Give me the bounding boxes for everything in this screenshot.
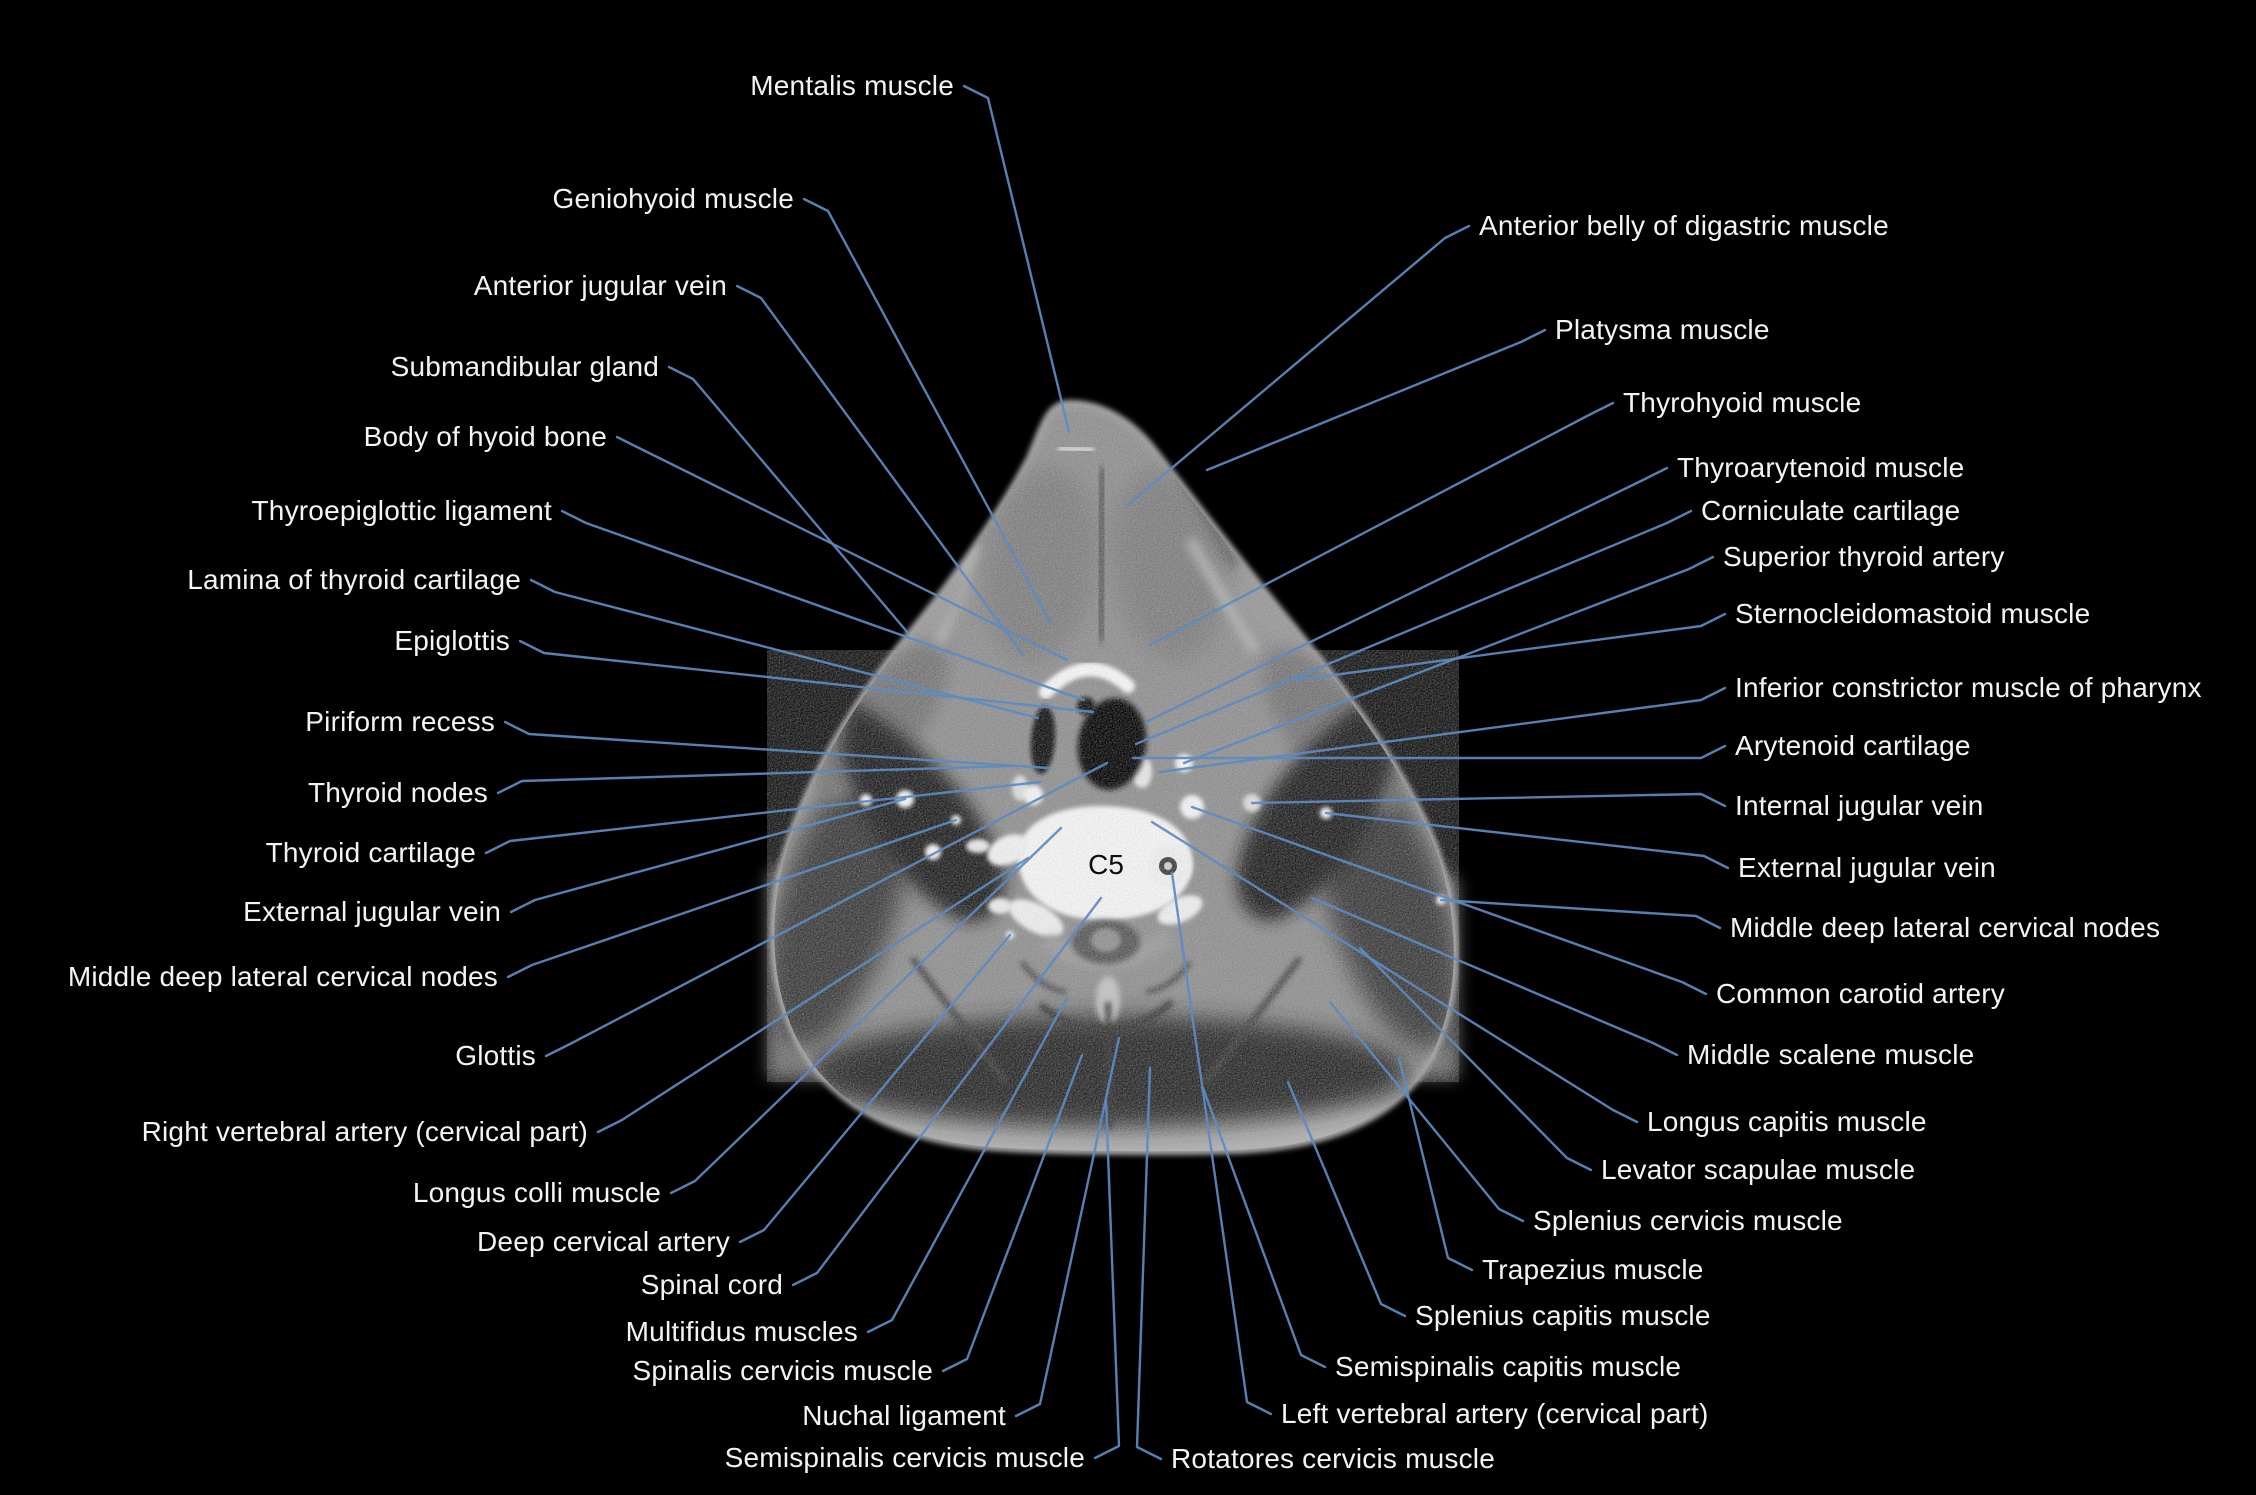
anatomy-label-trapezius-muscle: Trapezius muscle (1482, 1254, 1704, 1285)
leader-line-trapezius-muscle (1397, 1056, 1474, 1272)
ct-noise-grain (767, 403, 1459, 1152)
leader-line-deep-cervical-artery (738, 933, 1012, 1244)
leader-line-anterior-jugular-vein (735, 284, 1025, 657)
anatomy-label-submandibular-gland: Submandibular gland (390, 351, 659, 382)
leader-line-mentalis-muscle (962, 84, 1071, 434)
anatomy-label-superior-thyroid-artery: Superior thyroid artery (1723, 541, 2005, 572)
anatomy-label-thyroepiglottic-ligament: Thyroepiglottic ligament (251, 495, 552, 526)
leader-line-levator-scapulae-muscle (1358, 946, 1593, 1172)
leader-line-spinal-cord (791, 896, 1103, 1287)
anatomy-label-thyroid-cartilage: Thyroid cartilage (265, 837, 476, 868)
leader-line-epiglottis (518, 639, 1095, 714)
leader-line-nuchal-ligament (1014, 1036, 1121, 1418)
leader-line-right-vertebral-artery-cervical-part (596, 856, 1030, 1134)
anatomy-label-thyrohyoid-muscle: Thyrohyoid muscle (1623, 387, 1862, 418)
anatomy-label-external-jugular-vein: External jugular vein (1738, 852, 1996, 883)
leader-line-common-carotid-artery (1190, 805, 1708, 996)
leader-line-multifidus-muscles (866, 996, 1069, 1334)
anatomy-label-inferior-constrictor-muscle-of-pharynx: Inferior constrictor muscle of pharynx (1735, 672, 2202, 703)
leader-line-inferior-constrictor-muscle-of-pharynx (1158, 686, 1727, 774)
anatomy-label-rotatores-cervicis-muscle: Rotatores cervicis muscle (1171, 1443, 1495, 1474)
anatomy-label-middle-deep-lateral-cervical-nodes: Middle deep lateral cervical nodes (67, 961, 498, 992)
leader-line-corniculate-cartilage (1134, 509, 1693, 746)
anatomy-label-spinalis-cervicis-muscle: Spinalis cervicis muscle (632, 1355, 933, 1386)
anatomy-label-middle-scalene-muscle: Middle scalene muscle (1687, 1039, 1975, 1070)
anatomy-label-body-of-hyoid-bone: Body of hyoid bone (363, 421, 607, 452)
leader-line-thyroepiglottic-ligament (560, 509, 1086, 702)
leader-line-body-of-hyoid-bone (615, 435, 1069, 662)
leader-line-arytenoid-cartilage (1131, 744, 1727, 760)
leader-line-semispinalis-capitis-muscle (1201, 1086, 1327, 1369)
leader-line-glottis (544, 761, 1109, 1058)
leader-line-spinalis-cervicis-muscle (941, 1053, 1084, 1373)
anatomy-label-arytenoid-cartilage: Arytenoid cartilage (1735, 730, 1971, 761)
ct-neck (767, 395, 1459, 1194)
leader-line-longus-capitis-muscle (1150, 820, 1639, 1124)
anatomy-label-deep-cervical-artery: Deep cervical artery (477, 1226, 730, 1257)
leader-line-middle-deep-lateral-cervical-nodes (1439, 898, 1722, 930)
anatomy-label-multifidus-muscles: Multifidus muscles (625, 1316, 858, 1347)
anatomy-label-glottis: Glottis (455, 1040, 536, 1071)
leader-line-piriform-recess (503, 720, 1051, 770)
anatomy-label-thyroid-nodes: Thyroid nodes (307, 777, 488, 808)
anatomy-label-longus-capitis-muscle: Longus capitis muscle (1647, 1106, 1927, 1137)
leader-line-middle-deep-lateral-cervical-nodes (506, 818, 958, 979)
leader-line-anterior-belly-of-digastric-muscle (1126, 224, 1471, 507)
anatomy-label-left-vertebral-artery-cervical-part: Left vertebral artery (cervical part) (1281, 1398, 1709, 1429)
anatomy-label-epiglottis: Epiglottis (394, 625, 510, 656)
leader-line-middle-scalene-muscle (1310, 896, 1679, 1057)
anatomy-label-thyroarytenoid-muscle: Thyroarytenoid muscle (1677, 452, 1965, 483)
anatomy-label-mentalis-muscle: Mentalis muscle (750, 70, 954, 101)
leader-line-thyroarytenoid-muscle (1144, 466, 1669, 724)
anatomy-label-middle-deep-lateral-cervical-nodes: Middle deep lateral cervical nodes (1730, 912, 2161, 943)
anatomy-label-anterior-jugular-vein: Anterior jugular vein (473, 270, 727, 301)
anatomy-label-nuchal-ligament: Nuchal ligament (802, 1400, 1006, 1431)
leader-line-lamina-of-thyroid-cartilage (529, 578, 1040, 720)
leader-line-thyroid-nodes (496, 764, 1014, 795)
anatomy-label-semispinalis-capitis-muscle: Semispinalis capitis muscle (1335, 1351, 1682, 1382)
leader-line-submandibular-gland (667, 365, 910, 635)
leader-line-sternocleidomastoid-muscle (1294, 612, 1727, 682)
leader-line-semispinalis-cervicis-muscle (1093, 1098, 1121, 1460)
anatomy-label-sternocleidomastoid-muscle: Sternocleidomastoid muscle (1735, 598, 2091, 629)
leader-line-left-vertebral-artery-cervical-part (1170, 871, 1273, 1416)
leader-line-internal-jugular-vein (1250, 792, 1727, 808)
anatomy-label-external-jugular-vein: External jugular vein (243, 896, 501, 927)
leader-line-external-jugular-vein (509, 797, 907, 914)
vertebra-level-label: C5 (1088, 849, 1124, 880)
leader-line-platysma-muscle (1205, 328, 1547, 472)
anatomy-label-anterior-belly-of-digastric-muscle: Anterior belly of digastric muscle (1479, 210, 1889, 241)
leader-lines-layer (484, 84, 1730, 1461)
anatomy-label-lamina-of-thyroid-cartilage: Lamina of thyroid cartilage (187, 564, 521, 595)
anatomy-label-splenius-cervicis-muscle: Splenius cervicis muscle (1533, 1205, 1843, 1236)
anatomy-label-longus-colli-muscle: Longus colli muscle (412, 1177, 661, 1208)
leader-line-longus-colli-muscle (669, 826, 1063, 1195)
anatomy-label-right-vertebral-artery-cervical-part: Right vertebral artery (cervical part) (141, 1116, 588, 1147)
anatomy-label-levator-scapulae-muscle: Levator scapulae muscle (1601, 1154, 1916, 1185)
leader-line-geniohyoid-muscle (802, 197, 1052, 624)
leader-line-rotatores-cervicis-muscle (1135, 1066, 1163, 1461)
anatomy-label-platysma-muscle: Platysma muscle (1555, 314, 1770, 345)
leader-line-splenius-cervicis-muscle (1328, 1000, 1525, 1223)
anatomy-label-spinal-cord: Spinal cord (640, 1269, 783, 1300)
leader-line-thyrohyoid-muscle (1148, 401, 1615, 647)
anatomy-label-common-carotid-artery: Common carotid artery (1716, 978, 2005, 1009)
anatomy-label-geniohyoid-muscle: Geniohyoid muscle (552, 183, 794, 214)
leader-line-thyroid-cartilage (484, 780, 1042, 855)
leader-line-superior-thyroid-artery (1182, 555, 1715, 765)
anatomy-label-splenius-capitis-muscle: Splenius capitis muscle (1415, 1300, 1711, 1331)
anatomy-label-corniculate-cartilage: Corniculate cartilage (1701, 495, 1961, 526)
anatomy-label-piriform-recess: Piriform recess (305, 706, 495, 737)
leader-line-splenius-capitis-muscle (1286, 1080, 1407, 1318)
leader-line-external-jugular-vein (1324, 811, 1730, 870)
anatomy-label-internal-jugular-vein: Internal jugular vein (1735, 790, 1984, 821)
anatomy-label-semispinalis-cervicis-muscle: Semispinalis cervicis muscle (724, 1442, 1085, 1473)
